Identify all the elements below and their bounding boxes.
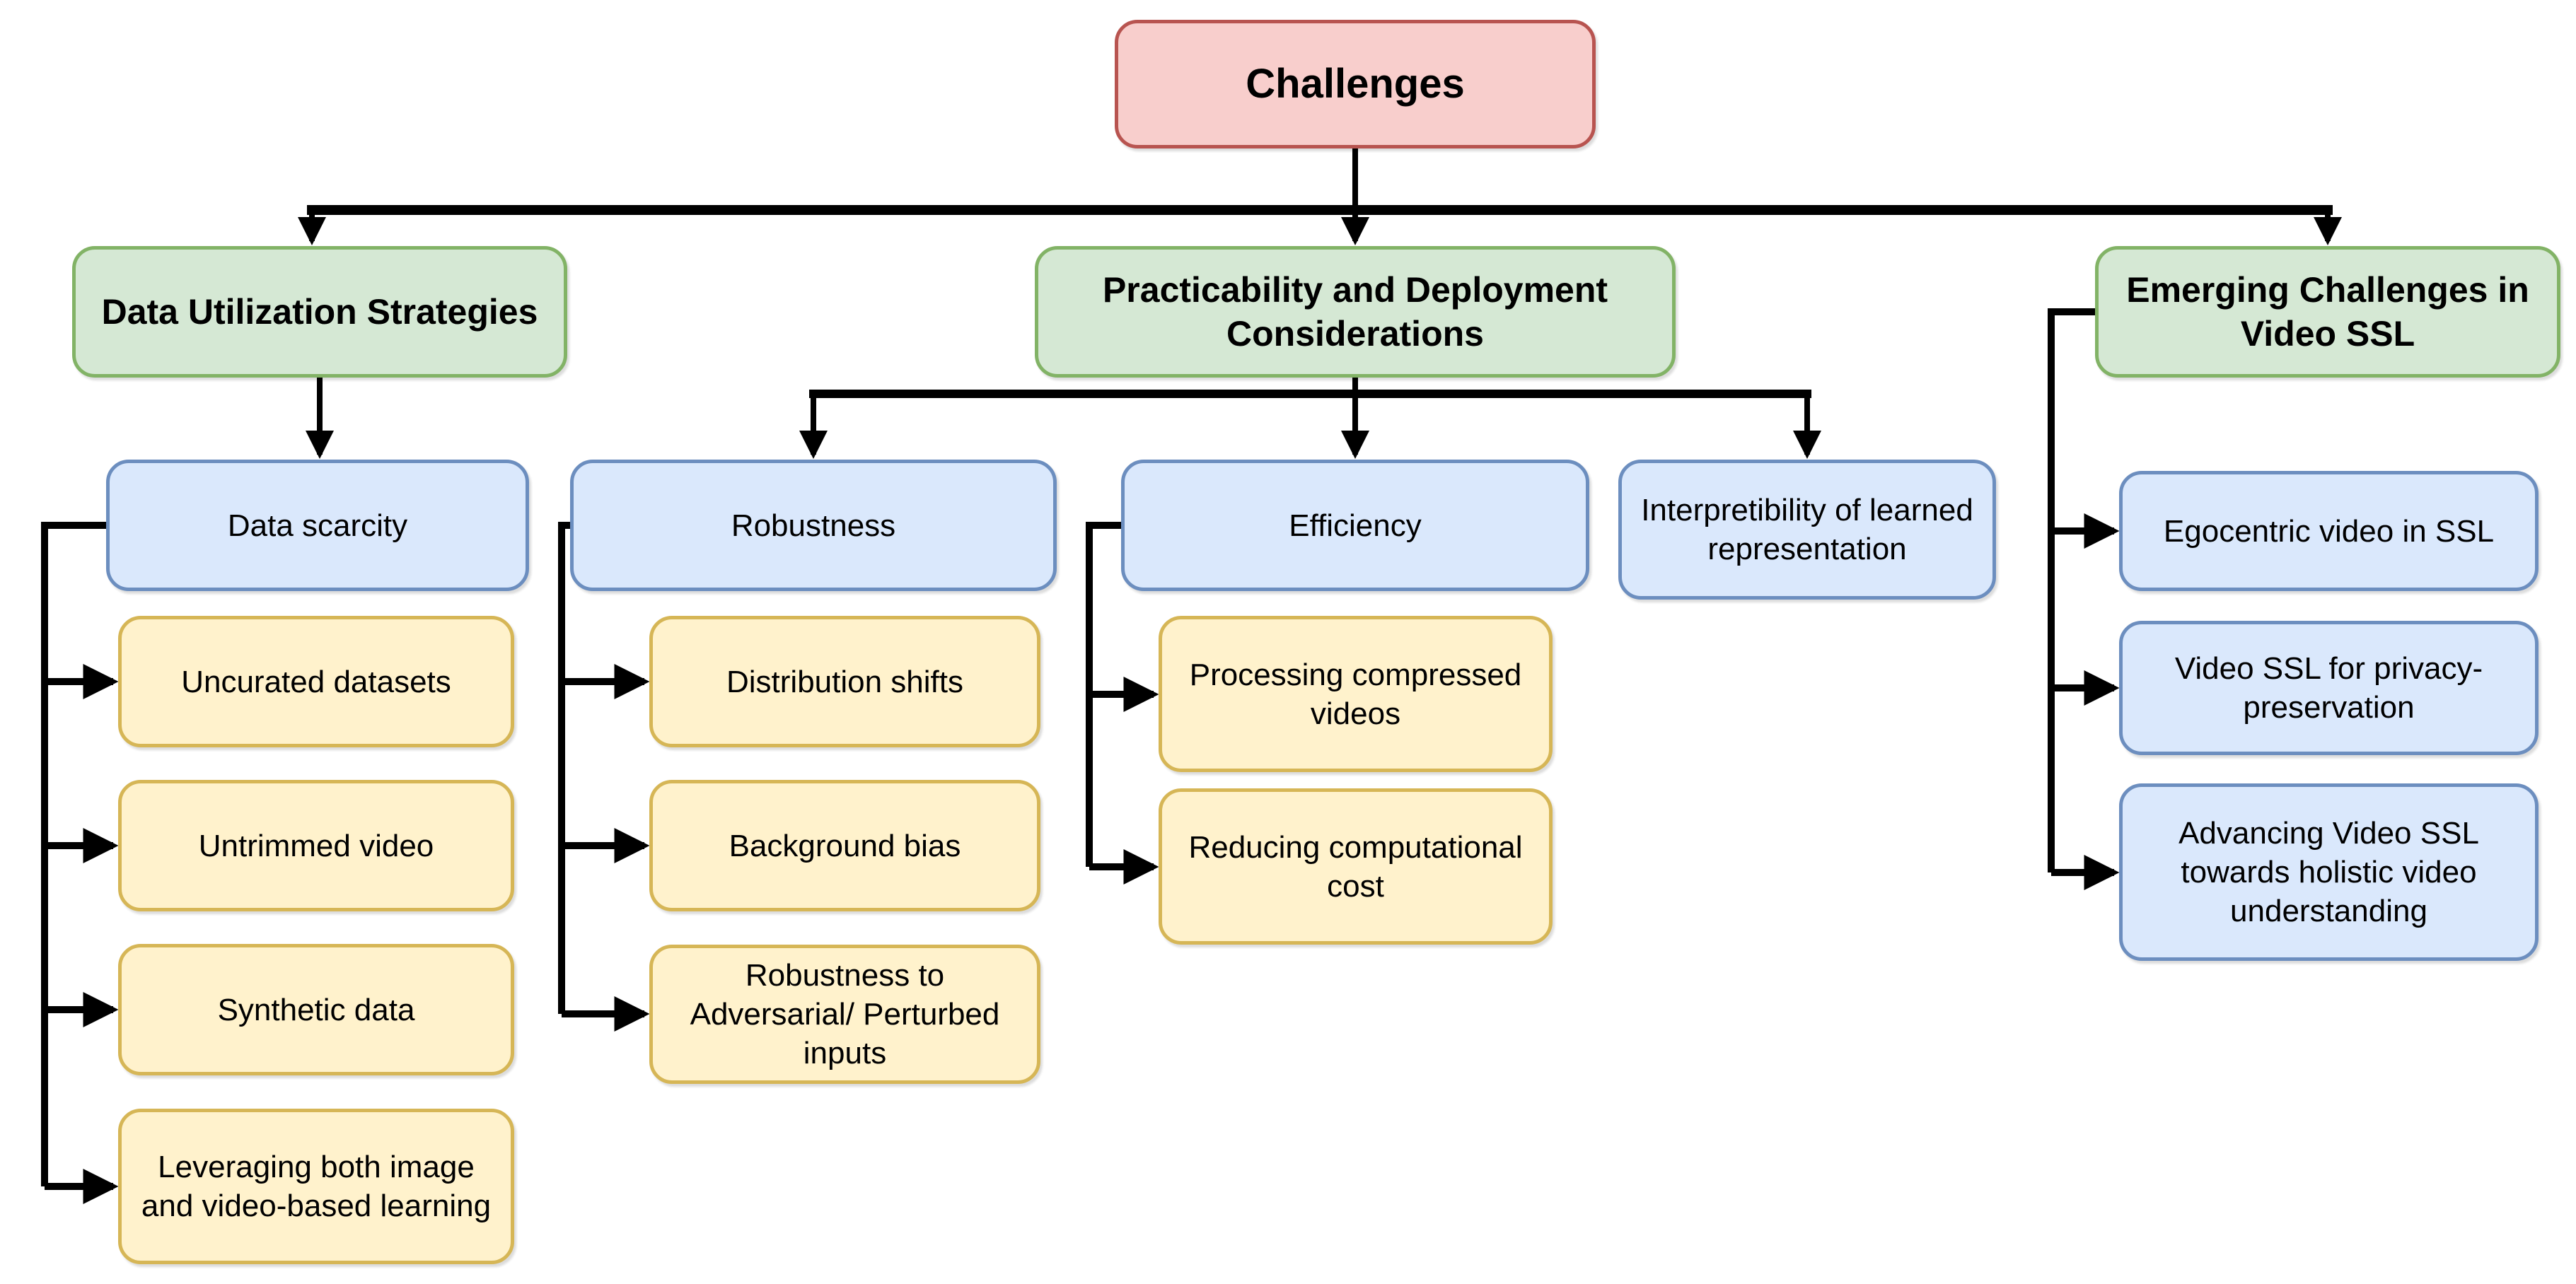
node-processing-compressed-videos: Processing compressed videos [1159,616,1553,772]
node-video-ssl-privacy: Video SSL for privacy-preservation [2119,621,2539,755]
node-reducing-computational-cost: Reducing computational cost [1159,788,1553,945]
node-uncurated-datasets: Uncurated datasets [118,616,514,747]
trunk-data-utilization [41,522,110,1186]
node-data-utilization-strategies: Data Utilization Strategies [72,246,567,378]
node-emerging-challenges: Emerging Challenges in Video SSL [2095,246,2560,378]
node-challenges: Challenges [1115,20,1596,148]
node-background-bias: Background bias [649,780,1040,911]
trunk-efficiency [1086,522,1125,867]
node-practicability-deployment: Practicability and Deployment Considerat… [1035,246,1676,378]
node-egocentric-video-ssl: Egocentric video in SSL [2119,471,2539,591]
node-advancing-video-ssl: Advancing Video SSL towards holistic vid… [2119,783,2539,961]
node-efficiency: Efficiency [1121,460,1589,591]
node-interpretibility: Interpretibility of learned representati… [1618,460,1996,600]
node-robustness: Robustness [570,460,1057,591]
node-leveraging-image-video: Leveraging both image and video-based le… [118,1109,514,1264]
node-data-scarcity: Data scarcity [106,460,529,591]
node-untrimmed-video: Untrimmed video [118,780,514,911]
trunk-robustness [558,522,574,1014]
node-synthetic-data: Synthetic data [118,944,514,1075]
trunk-emerging [2048,308,2097,872]
node-adversarial-inputs: Robustness to Adversarial/ Perturbed inp… [649,945,1040,1084]
node-distribution-shifts: Distribution shifts [649,616,1040,747]
